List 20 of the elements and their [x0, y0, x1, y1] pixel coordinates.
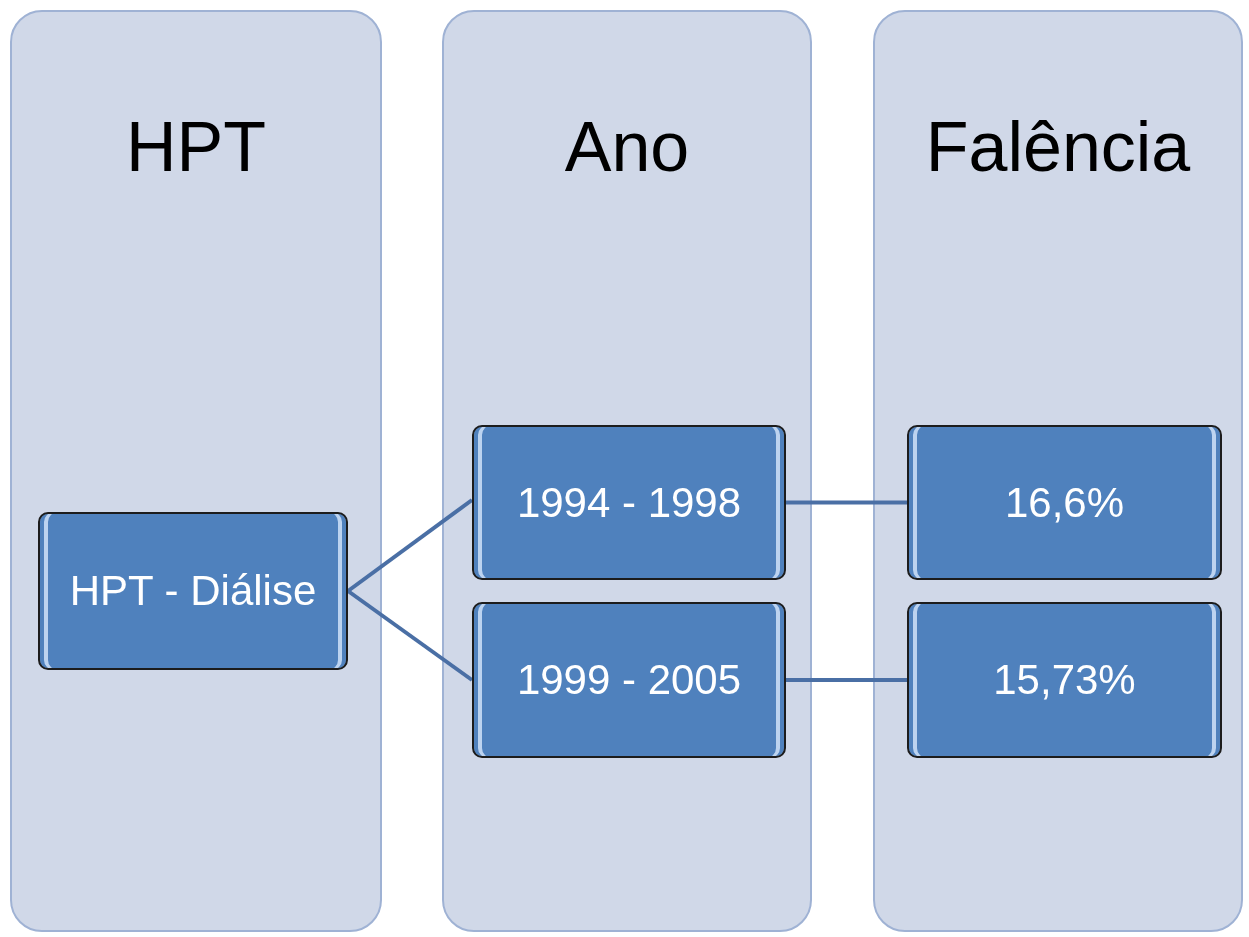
- process-box: [38, 512, 348, 670]
- connector-line: [346, 589, 474, 682]
- process-box: [472, 425, 786, 580]
- column-panel: [10, 10, 382, 932]
- connector-line: [346, 498, 474, 593]
- process-box: [907, 425, 1222, 580]
- box-label: 15,73%: [993, 656, 1136, 704]
- column-heading: HPT: [125, 112, 267, 182]
- box-label: HPT - Diálise: [69, 567, 317, 615]
- process-box: [907, 602, 1222, 758]
- box-label: 16,6%: [1004, 478, 1125, 527]
- column-heading: Falência: [924, 112, 1192, 182]
- column-panel: [442, 10, 812, 932]
- process-box: [472, 602, 786, 758]
- column-panel: [873, 10, 1243, 932]
- box-label: 1999 - 2005: [516, 656, 742, 704]
- connector-line: [786, 678, 907, 682]
- box-label: 1994 - 1998: [516, 478, 742, 527]
- column-heading: Ano: [563, 112, 691, 182]
- connector-line: [786, 500, 907, 505]
